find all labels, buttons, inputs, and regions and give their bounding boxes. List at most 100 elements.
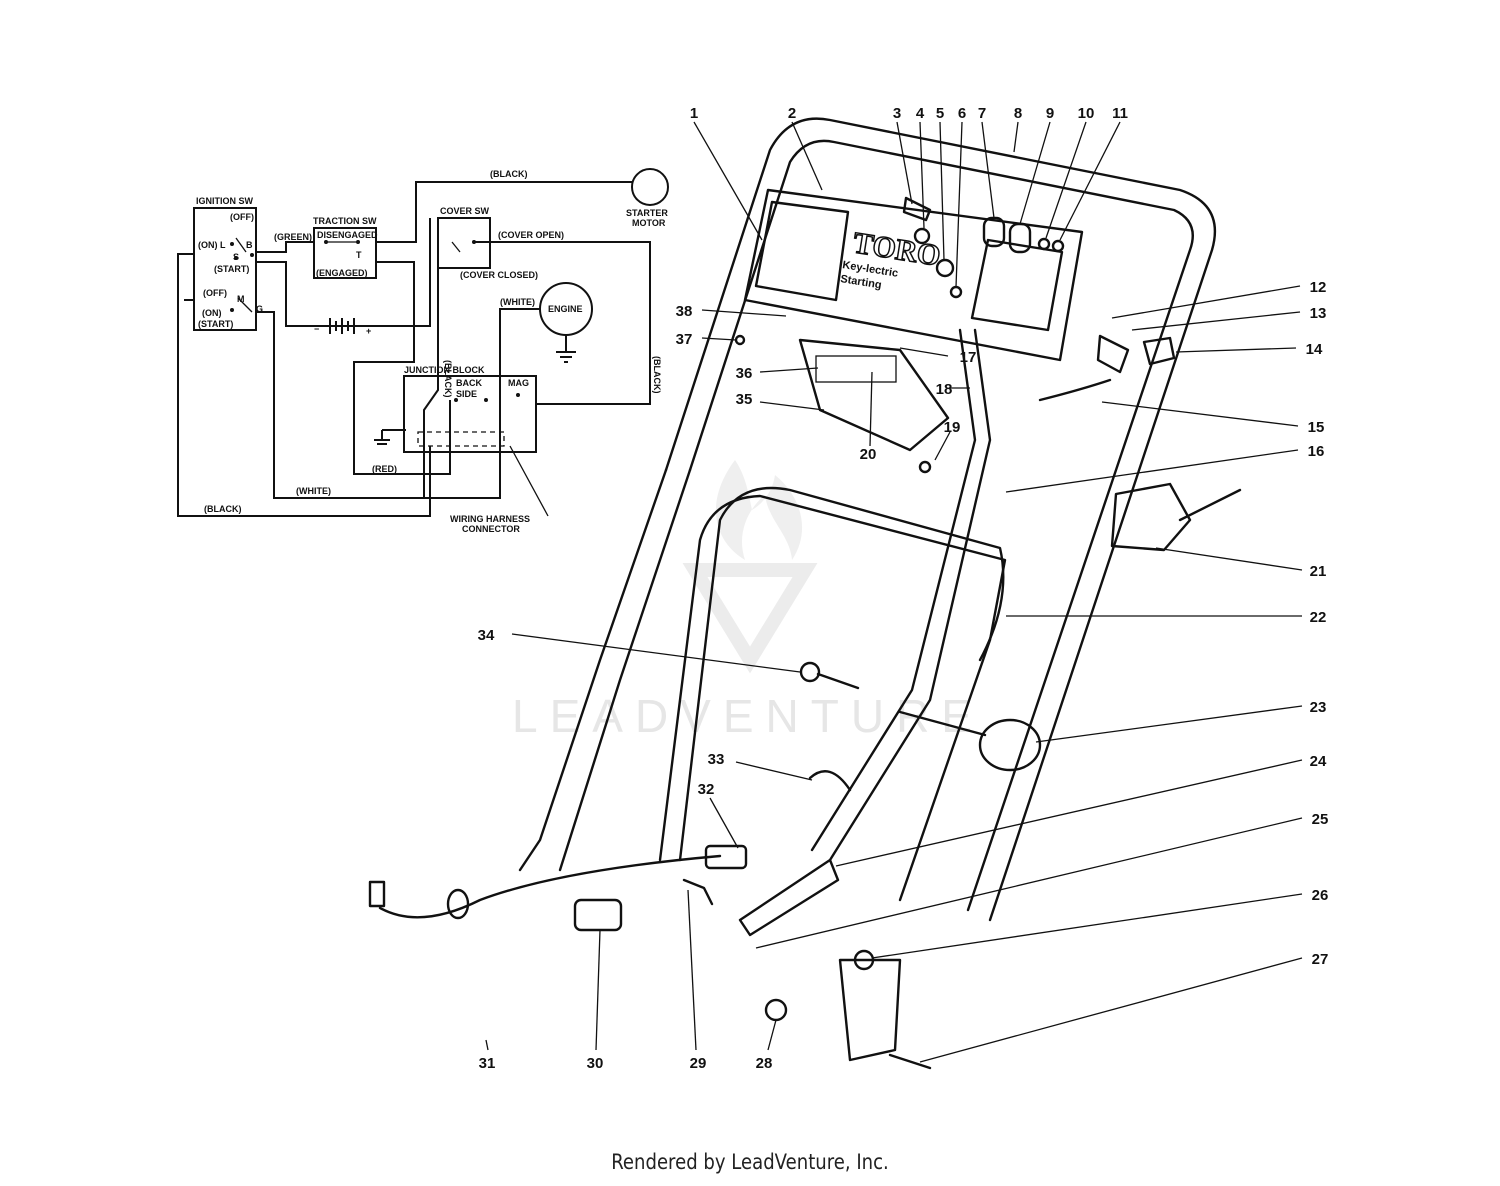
- knob-nut-icon: [1037, 237, 1051, 251]
- bracket-plate: [738, 858, 840, 937]
- starter-motor-label: STARTER: [626, 208, 668, 218]
- switch-nut-icon: [935, 258, 955, 278]
- handle-assembly: TORO Key-lectric Starting: [368, 117, 1242, 1070]
- handle-knob-icon: [978, 718, 1042, 772]
- callout-30: 30: [587, 1055, 604, 1072]
- callout-4: 4: [916, 105, 925, 122]
- upper-handle-inner: [688, 139, 1194, 912]
- callout-15: 15: [1308, 419, 1325, 436]
- callout-23: 23: [1310, 699, 1327, 716]
- callout-36: 36: [736, 365, 753, 382]
- cable-clip-icon: [808, 770, 852, 792]
- wire-black-right-label: (BLACK): [652, 356, 662, 394]
- carriage-bolt-shaft: [816, 672, 860, 690]
- starter-motor-symbol: [631, 168, 669, 206]
- callout-10: 10: [1078, 105, 1095, 122]
- wiring-harness-label: WIRING HARNESS: [450, 514, 530, 524]
- callout-7: 7: [978, 105, 986, 122]
- callout-32: 32: [698, 781, 715, 798]
- mounting-bracket: [838, 958, 902, 1062]
- cover-switch-label: COVER SW: [440, 206, 490, 216]
- ignition-on-label: (ON) L: [198, 240, 226, 250]
- starter-motor-label-2: MOTOR: [632, 218, 666, 228]
- terminal-strip: [815, 355, 897, 383]
- back-side-label-2: SIDE: [456, 389, 477, 399]
- wire-green-label: (GREEN): [274, 232, 312, 242]
- callout-35: 35: [736, 391, 753, 408]
- plug-connector-icon: [368, 880, 386, 908]
- callout-12: 12: [1310, 279, 1327, 296]
- traction-switch-icon: [1096, 334, 1130, 374]
- cover-open-label: (COVER OPEN): [498, 230, 564, 240]
- switch-lead-icon: [1038, 378, 1112, 402]
- washer-icon: [949, 285, 963, 299]
- traction-switch-label: TRACTION SW: [313, 216, 377, 226]
- relay-lead-icon: [1178, 488, 1242, 522]
- junction-block-box: [403, 375, 537, 453]
- callout-16: 16: [1308, 443, 1325, 460]
- wire-clip-icon: [918, 460, 932, 474]
- callout-5: 5: [936, 105, 944, 122]
- key-switch-icon: [913, 227, 931, 245]
- harness-cable: [378, 854, 722, 919]
- grommet-icon: [446, 888, 470, 920]
- ignition-switch-box: [193, 207, 257, 331]
- lower-handle-outer: [658, 494, 1007, 902]
- battery-plus-label: +: [366, 326, 371, 336]
- knob-bolt-line: [898, 710, 987, 737]
- carriage-bolt-head: [799, 661, 821, 683]
- back-side-label: BACK: [456, 378, 482, 388]
- callout-31: 31: [479, 1055, 496, 1072]
- callout-1: 1: [690, 105, 698, 122]
- callout-26: 26: [1312, 887, 1329, 904]
- callout-25: 25: [1312, 811, 1329, 828]
- watermark: LEADVENTURE: [512, 460, 972, 742]
- wire-white-bottom-label: (WHITE): [296, 486, 331, 496]
- callout-19: 19: [944, 419, 961, 436]
- cover-closed-label: (COVER CLOSED): [460, 270, 538, 280]
- wire-black-top-label: (BLACK): [490, 169, 528, 179]
- ignition-start-label-2: (START): [198, 319, 233, 329]
- wire-harness-bundle-2: [810, 328, 977, 852]
- panel-black-section: [754, 200, 850, 302]
- ignition-m-label: M: [237, 294, 245, 304]
- fuse-holder-icon: [573, 898, 623, 932]
- ignition-on-label-2: (ON): [202, 308, 222, 318]
- callout-13: 13: [1310, 305, 1327, 322]
- wire-red-label: (RED): [372, 464, 397, 474]
- wiring-harness-label-2: CONNECTOR: [462, 524, 520, 534]
- callout-38: 38: [676, 303, 693, 320]
- callout-34: 34: [478, 627, 495, 644]
- callout-11: 11: [1112, 105, 1128, 122]
- callout-14: 14: [1306, 341, 1323, 358]
- callout-21: 21: [1310, 563, 1327, 580]
- solenoid-relay-icon: [1110, 482, 1192, 552]
- ignition-g-label: G: [256, 304, 263, 314]
- clip-screw-icon: [682, 878, 714, 906]
- callout-28: 28: [756, 1055, 773, 1072]
- callout-27: 27: [1312, 951, 1329, 968]
- callout-leaders: [485, 121, 1303, 1063]
- ignition-b-label: B: [246, 240, 253, 250]
- cover-switch-icon: [1142, 336, 1176, 366]
- callout-18: 18: [936, 381, 953, 398]
- callout-8: 8: [1014, 105, 1022, 122]
- callout-6: 6: [958, 105, 966, 122]
- bolt-icon: [888, 1053, 932, 1070]
- ignition-switch-label: IGNITION SW: [196, 196, 254, 206]
- screw-icon: [734, 334, 746, 346]
- callout-24: 24: [1310, 753, 1327, 770]
- callout-29: 29: [690, 1055, 707, 1072]
- bushing-icon: [853, 949, 875, 971]
- callout-22: 22: [1310, 609, 1327, 626]
- wiring-harness-connector: [417, 431, 505, 447]
- engine-label: ENGINE: [548, 304, 583, 314]
- callout-3: 3: [893, 105, 901, 122]
- wire-black-vertical-label: (BLACK): [443, 360, 453, 398]
- junction-block-part: [798, 338, 950, 452]
- handle-left-leg-inner: [558, 468, 692, 872]
- mag-label: MAG: [508, 378, 529, 388]
- callout-33: 33: [708, 751, 725, 768]
- ignition-off-label-2: (OFF): [203, 288, 227, 298]
